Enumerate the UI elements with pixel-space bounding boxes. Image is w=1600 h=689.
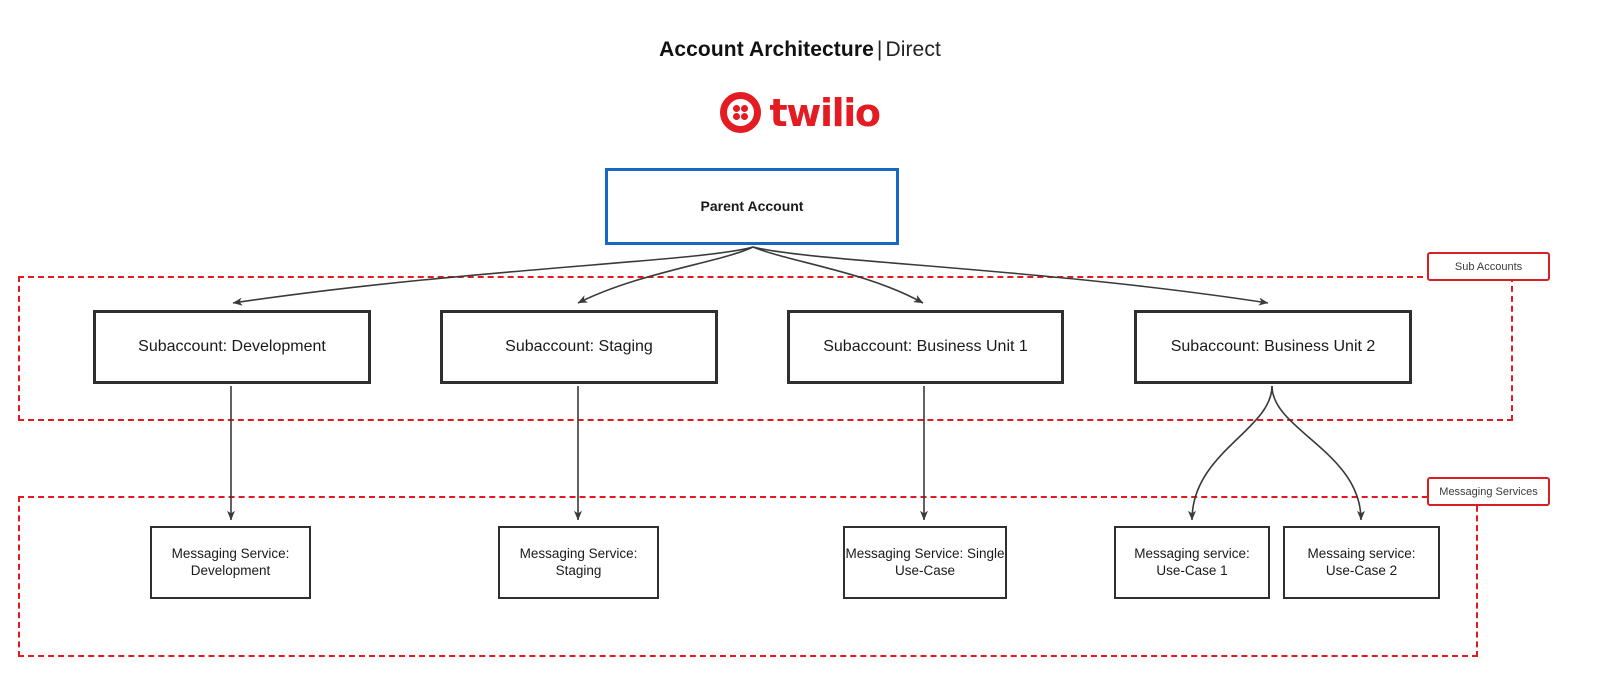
page-title: Account Architecture|Direct (0, 38, 1600, 62)
node-messaging-service-use-case-1[interactable]: Messaging service: Use-Case 1 (1114, 526, 1270, 599)
title-light-text: Direct (885, 38, 941, 61)
node-messaging-service-staging-line1: Messaging Service: (519, 545, 638, 561)
node-parent-account[interactable]: Parent Account (605, 168, 899, 245)
twilio-logo: twilio (0, 92, 1600, 133)
twilio-dots-icon (720, 92, 762, 133)
node-messaging-service-development-line2: Development (190, 562, 271, 578)
node-messaging-service-use-case-1-line2: Use-Case 1 (1156, 562, 1228, 578)
node-subaccount-business-unit-1[interactable]: Subaccount: Business Unit 1 (787, 310, 1064, 384)
node-messaging-service-staging-line2: Staging (555, 562, 602, 578)
node-subaccount-business-unit-2-label: Subaccount: Business Unit 2 (1170, 338, 1376, 355)
node-subaccount-development[interactable]: Subaccount: Development (93, 310, 371, 384)
node-subaccount-business-unit-1-label: Subaccount: Business Unit 1 (823, 338, 1028, 355)
node-messaging-service-single-use-case-line2: Use-Case (894, 562, 956, 578)
group-label-messaging-services: Messaging Services (1427, 477, 1550, 506)
node-messaging-service-single-use-case[interactable]: Messaging Service: Single Use-Case (843, 526, 1007, 599)
node-messaging-service-use-case-2-line2: Use-Case 2 (1325, 562, 1398, 578)
twilio-wordmark: twilio (769, 90, 880, 135)
group-label-sub-accounts-text: Sub Accounts (1454, 260, 1523, 273)
node-messaging-service-development-line1: Messaging Service: (171, 545, 290, 561)
group-messaging-services (18, 496, 1478, 657)
node-messaging-service-staging[interactable]: Messaging Service: Staging (498, 526, 659, 599)
node-subaccount-staging-label: Subaccount: Staging (505, 338, 653, 355)
group-label-sub-accounts: Sub Accounts (1427, 252, 1550, 281)
node-messaging-service-development[interactable]: Messaging Service: Development (150, 526, 311, 599)
title-bold-text: Account Architecture (659, 38, 874, 61)
node-subaccount-development-label: Subaccount: Development (138, 338, 326, 355)
node-messaging-service-use-case-2[interactable]: Messaing service: Use-Case 2 (1283, 526, 1440, 599)
node-parent-account-label: Parent Account (700, 197, 804, 214)
node-messaging-service-use-case-2-line1: Messaing service: (1307, 545, 1416, 561)
node-messaging-service-single-use-case-line1: Messaging Service: Single (845, 545, 1005, 561)
node-subaccount-staging[interactable]: Subaccount: Staging (440, 310, 718, 384)
group-label-messaging-services-text: Messaging Services (1439, 485, 1538, 498)
node-subaccount-business-unit-2[interactable]: Subaccount: Business Unit 2 (1134, 310, 1412, 384)
title-separator: | (876, 38, 883, 61)
node-messaging-service-use-case-1-line1: Messaging service: (1134, 545, 1250, 561)
